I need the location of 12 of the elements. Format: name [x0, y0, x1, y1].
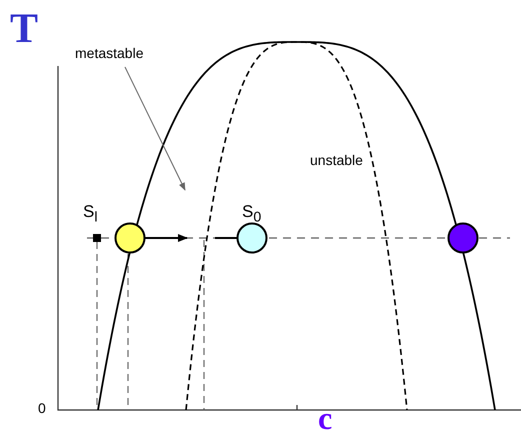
region-label: metastable: [75, 45, 170, 63]
arrow: [145, 234, 188, 242]
leader-line: [124, 66, 186, 191]
phase-point: [448, 223, 478, 253]
axis-label: T: [10, 8, 38, 50]
axis-tick-label: 0: [38, 401, 46, 415]
region-label: unstable: [310, 153, 363, 167]
phase-point: [115, 223, 145, 253]
phase-point: [237, 223, 267, 253]
axis-label: c: [318, 402, 332, 434]
state-label: S$_{0}$: [242, 203, 262, 225]
state-label: S$_{l}$: [83, 203, 98, 225]
